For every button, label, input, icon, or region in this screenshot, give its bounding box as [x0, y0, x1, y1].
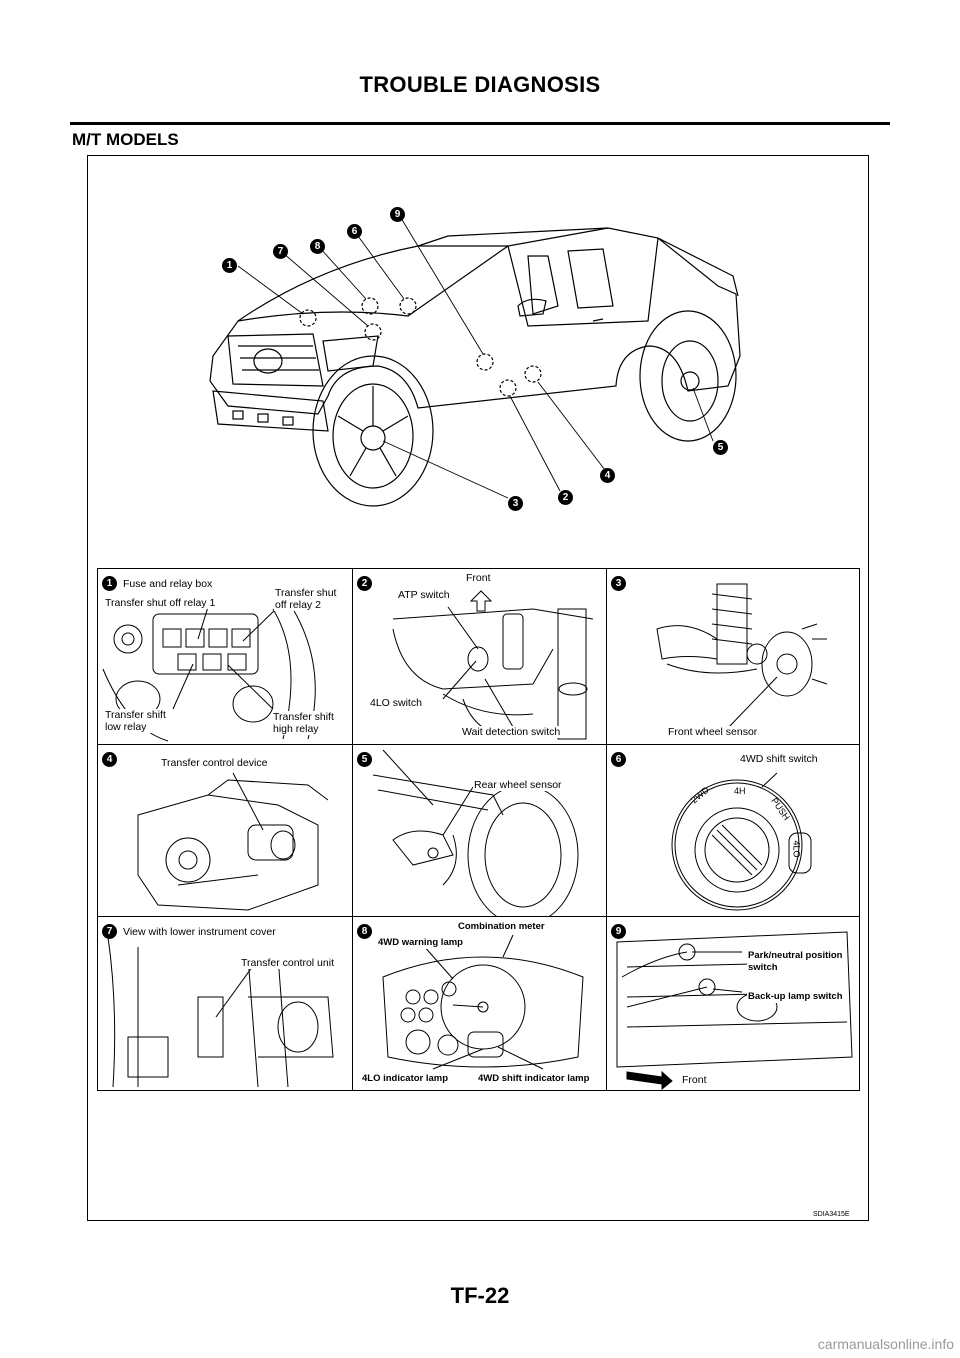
- label-transfer-shift-low-relay: Transfer shift low relay: [104, 709, 167, 733]
- callout-6: 6: [347, 224, 362, 239]
- panel-3: 3 Front wheel sensor: [606, 569, 859, 744]
- panel-1: 1 Fuse and relay box Transfer shut off r…: [98, 569, 352, 744]
- label-rear-wheel-sensor: Rear wheel sensor: [473, 779, 563, 791]
- page-number: TF-22: [450, 1283, 510, 1308]
- label-4lo-indicator-lamp: 4LO indicator lamp: [361, 1073, 450, 1085]
- panel-5: 5 Rear wheel sensor: [352, 744, 606, 916]
- knob-label-4h: 4H: [734, 786, 746, 796]
- label-transfer-shift-high-relay: Transfer shift high relay: [272, 711, 335, 735]
- callout-4: 4: [600, 468, 615, 483]
- label-front-wheel-sensor: Front wheel sensor: [667, 726, 759, 738]
- panel-7-number: 7: [102, 924, 117, 939]
- watermark: carmanualsonline.info: [817, 1336, 954, 1352]
- page-header-title: TROUBLE DIAGNOSIS: [359, 72, 601, 97]
- panel-7: 7 View with lower instrument cover Trans…: [98, 916, 352, 1090]
- label-wait-detection-switch: Wait detection switch: [461, 726, 562, 738]
- label-transfer-control-unit: Transfer control unit: [240, 957, 335, 969]
- panel-9: 9 Park/neutral position switch Back-up l…: [606, 916, 859, 1090]
- label-park-neutral-position-switch: Park/neutral position switch: [747, 950, 844, 974]
- label-transfer-shut-off-relay-2: Transfer shut off relay 2: [274, 587, 338, 611]
- knob-label-4lo: 4LO: [791, 840, 802, 858]
- panel-3-number: 3: [611, 576, 626, 591]
- label-4wd-shift-switch: 4WD shift switch: [739, 753, 819, 765]
- label-view-with-lower-instrument-cover: View with lower instrument cover: [122, 926, 277, 938]
- panel-1-number: 1: [102, 576, 117, 591]
- header-rule: [70, 122, 890, 125]
- label-4wd-shift-indicator-lamp: 4WD shift indicator lamp: [477, 1073, 591, 1085]
- panel-8-number: 8: [357, 924, 372, 939]
- panel-5-number: 5: [357, 752, 372, 767]
- label-atp-switch: ATP switch: [397, 589, 451, 601]
- callout-1: 1: [222, 258, 237, 273]
- panel-8: 8 Combination meter 4WD warning lamp 4LO…: [352, 916, 606, 1090]
- label-combination-meter: Combination meter: [457, 921, 546, 933]
- callout-2: 2: [558, 490, 573, 505]
- callout-3: 3: [508, 496, 523, 511]
- callout-7: 7: [273, 244, 288, 259]
- panel-4: 4 Transfer control device: [98, 744, 352, 916]
- truck-illustration: [209, 217, 741, 507]
- callout-9: 9: [390, 207, 405, 222]
- callout-8: 8: [310, 239, 325, 254]
- label-fuse-relay-box: Fuse and relay box: [122, 578, 214, 590]
- panel-9-number: 9: [611, 924, 626, 939]
- callout-5: 5: [713, 440, 728, 455]
- label-front: Front: [465, 572, 492, 584]
- panel-2: 2 Front ATP switch 4LO switch Wait detec…: [352, 569, 606, 744]
- label-front-arrow: Front: [681, 1074, 708, 1086]
- figure-code: SDIA3415E: [813, 1211, 850, 1218]
- section-title: M/T MODELS: [72, 130, 179, 149]
- label-back-up-lamp-switch: Back-up lamp switch: [747, 991, 844, 1003]
- figure-frame: [87, 155, 869, 1221]
- panel-4-number: 4: [102, 752, 117, 767]
- panel-6-number: 6: [611, 752, 626, 767]
- detail-grid: 1 Fuse and relay box Transfer shut off r…: [97, 568, 860, 1091]
- panel-6: 6 4WD shift switch 2WD 4H PUSH 4LO: [606, 744, 859, 916]
- panel-2-number: 2: [357, 576, 372, 591]
- label-transfer-control-device: Transfer control device: [160, 757, 269, 769]
- label-transfer-shut-off-relay-1: Transfer shut off relay 1: [104, 597, 217, 609]
- label-4wd-warning-lamp: 4WD warning lamp: [377, 937, 464, 949]
- label-4lo-switch: 4LO switch: [369, 697, 423, 709]
